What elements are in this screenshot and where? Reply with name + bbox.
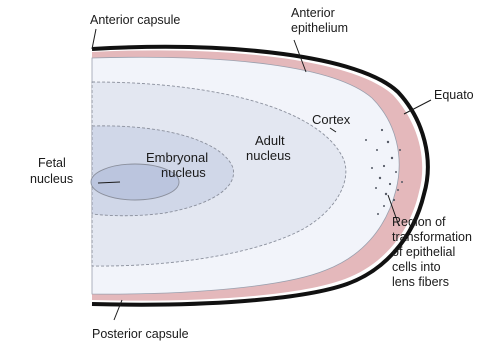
label-posterior-capsule: Posterior capsule [92, 327, 189, 341]
label-cortex: Cortex [312, 112, 351, 127]
label-anterior-epithelium: Anterior epithelium [291, 6, 348, 35]
label-equator: Equato [434, 88, 474, 102]
label-anterior-capsule: Anterior capsule [90, 13, 180, 27]
label-fetal-nucleus: Fetal nucleus [30, 156, 73, 186]
label-transformation-region: Region of transformation of epithelial c… [392, 215, 475, 289]
